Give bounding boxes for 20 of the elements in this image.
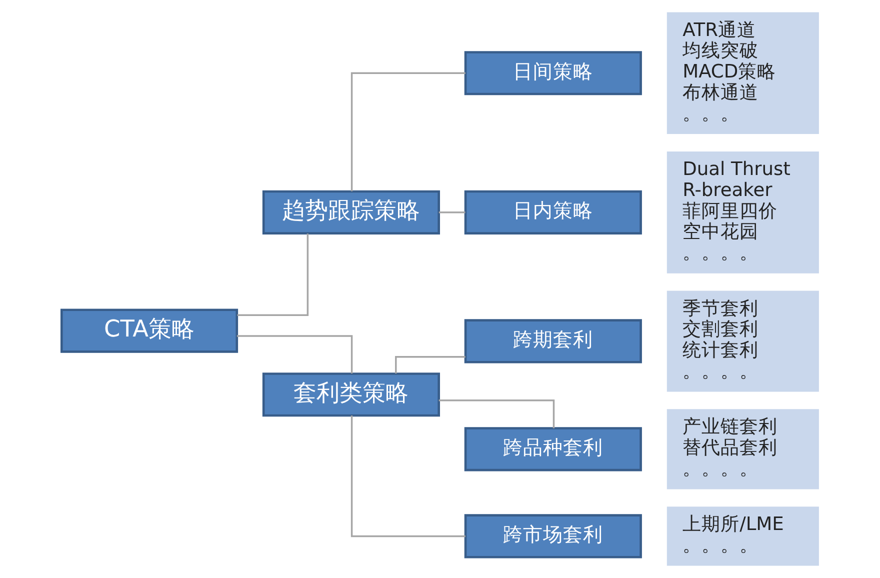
connector bbox=[350, 72, 466, 192]
node-box: 趋势跟踪策略 bbox=[262, 190, 440, 234]
node-box: Dual Thrust R-breaker 菲阿里四价 空中花园 。。。。 bbox=[666, 151, 819, 274]
node-box: 日内策略 bbox=[464, 190, 642, 234]
connector bbox=[236, 335, 353, 374]
connector bbox=[350, 416, 466, 538]
node-box: CTA策略 bbox=[60, 308, 238, 353]
connector bbox=[395, 356, 466, 374]
node-box: 套利类策略 bbox=[262, 372, 440, 417]
connector bbox=[438, 212, 466, 214]
node-box: 跨市场套利 bbox=[464, 514, 642, 558]
node-box: ATR通道 均线突破 MACD策略 布林通道 。。。 bbox=[666, 12, 819, 134]
node-box: 上期所/LME 。。。。 bbox=[666, 506, 819, 566]
connector bbox=[237, 234, 309, 316]
node-box: 产业链套利 替代品套利 。。。。 bbox=[666, 409, 819, 490]
node-box: 跨期套利 bbox=[464, 319, 642, 364]
connector bbox=[438, 400, 555, 428]
node-box: 季节套利 交割套利 统计套利 。。。。 bbox=[666, 290, 819, 392]
node-box: 日间策略 bbox=[464, 51, 642, 96]
node-box: 跨品种套利 bbox=[464, 427, 642, 472]
